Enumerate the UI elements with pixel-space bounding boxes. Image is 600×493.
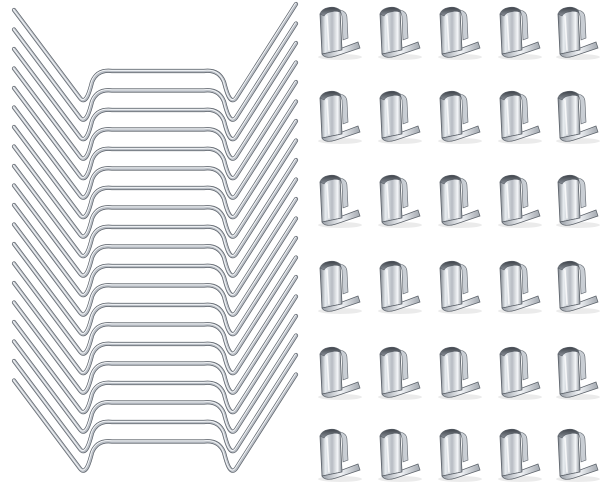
w-wire-clip [11, 333, 299, 434]
s-clip [438, 6, 482, 60]
w-wire-clip [11, 60, 299, 161]
w-wire-clip [11, 352, 299, 454]
s-clip [318, 90, 362, 144]
w-wire-clip [11, 21, 299, 122]
s-clip [498, 174, 542, 228]
w-wire-clip [11, 177, 299, 278]
w-wire-clip [11, 196, 299, 298]
s-clip [498, 260, 542, 314]
w-wire-clip [11, 1, 299, 103]
s-clip [498, 346, 542, 400]
w-wire-clip [11, 40, 299, 142]
s-clip [378, 260, 422, 314]
w-wire-clip [11, 138, 299, 239]
s-clip [498, 90, 542, 144]
s-clip [556, 6, 600, 60]
w-wire-clip [11, 235, 299, 337]
s-clip [498, 6, 542, 60]
w-wire-clip [11, 79, 299, 181]
s-clip [378, 428, 422, 482]
s-clip [318, 260, 362, 314]
w-wire-clip [11, 294, 299, 395]
s-clip [556, 260, 600, 314]
s-clip [318, 174, 362, 228]
w-wire-clip [11, 99, 299, 200]
w-wire-clip [11, 313, 299, 415]
s-clip [438, 428, 482, 482]
s-clip [438, 174, 482, 228]
w-wire-clip [11, 372, 299, 473]
s-clip [556, 428, 600, 482]
w-wire-clip-stack [11, 1, 299, 473]
s-clip [438, 260, 482, 314]
s-clip [498, 428, 542, 482]
s-clip [318, 6, 362, 60]
w-wire-clip [11, 118, 299, 220]
w-wire-clip [11, 216, 299, 317]
s-clip [378, 90, 422, 144]
s-clip [438, 90, 482, 144]
w-wire-clip [11, 157, 299, 259]
s-clip [438, 346, 482, 400]
w-wire-clip [11, 274, 299, 376]
s-clip [556, 174, 600, 228]
s-clip [318, 428, 362, 482]
s-clip-grid [318, 6, 600, 482]
s-clip [378, 346, 422, 400]
w-wire-clip [11, 255, 299, 356]
s-clip [378, 174, 422, 228]
s-clip [378, 6, 422, 60]
s-clip [318, 346, 362, 400]
s-clip [556, 346, 600, 400]
s-clip [556, 90, 600, 144]
